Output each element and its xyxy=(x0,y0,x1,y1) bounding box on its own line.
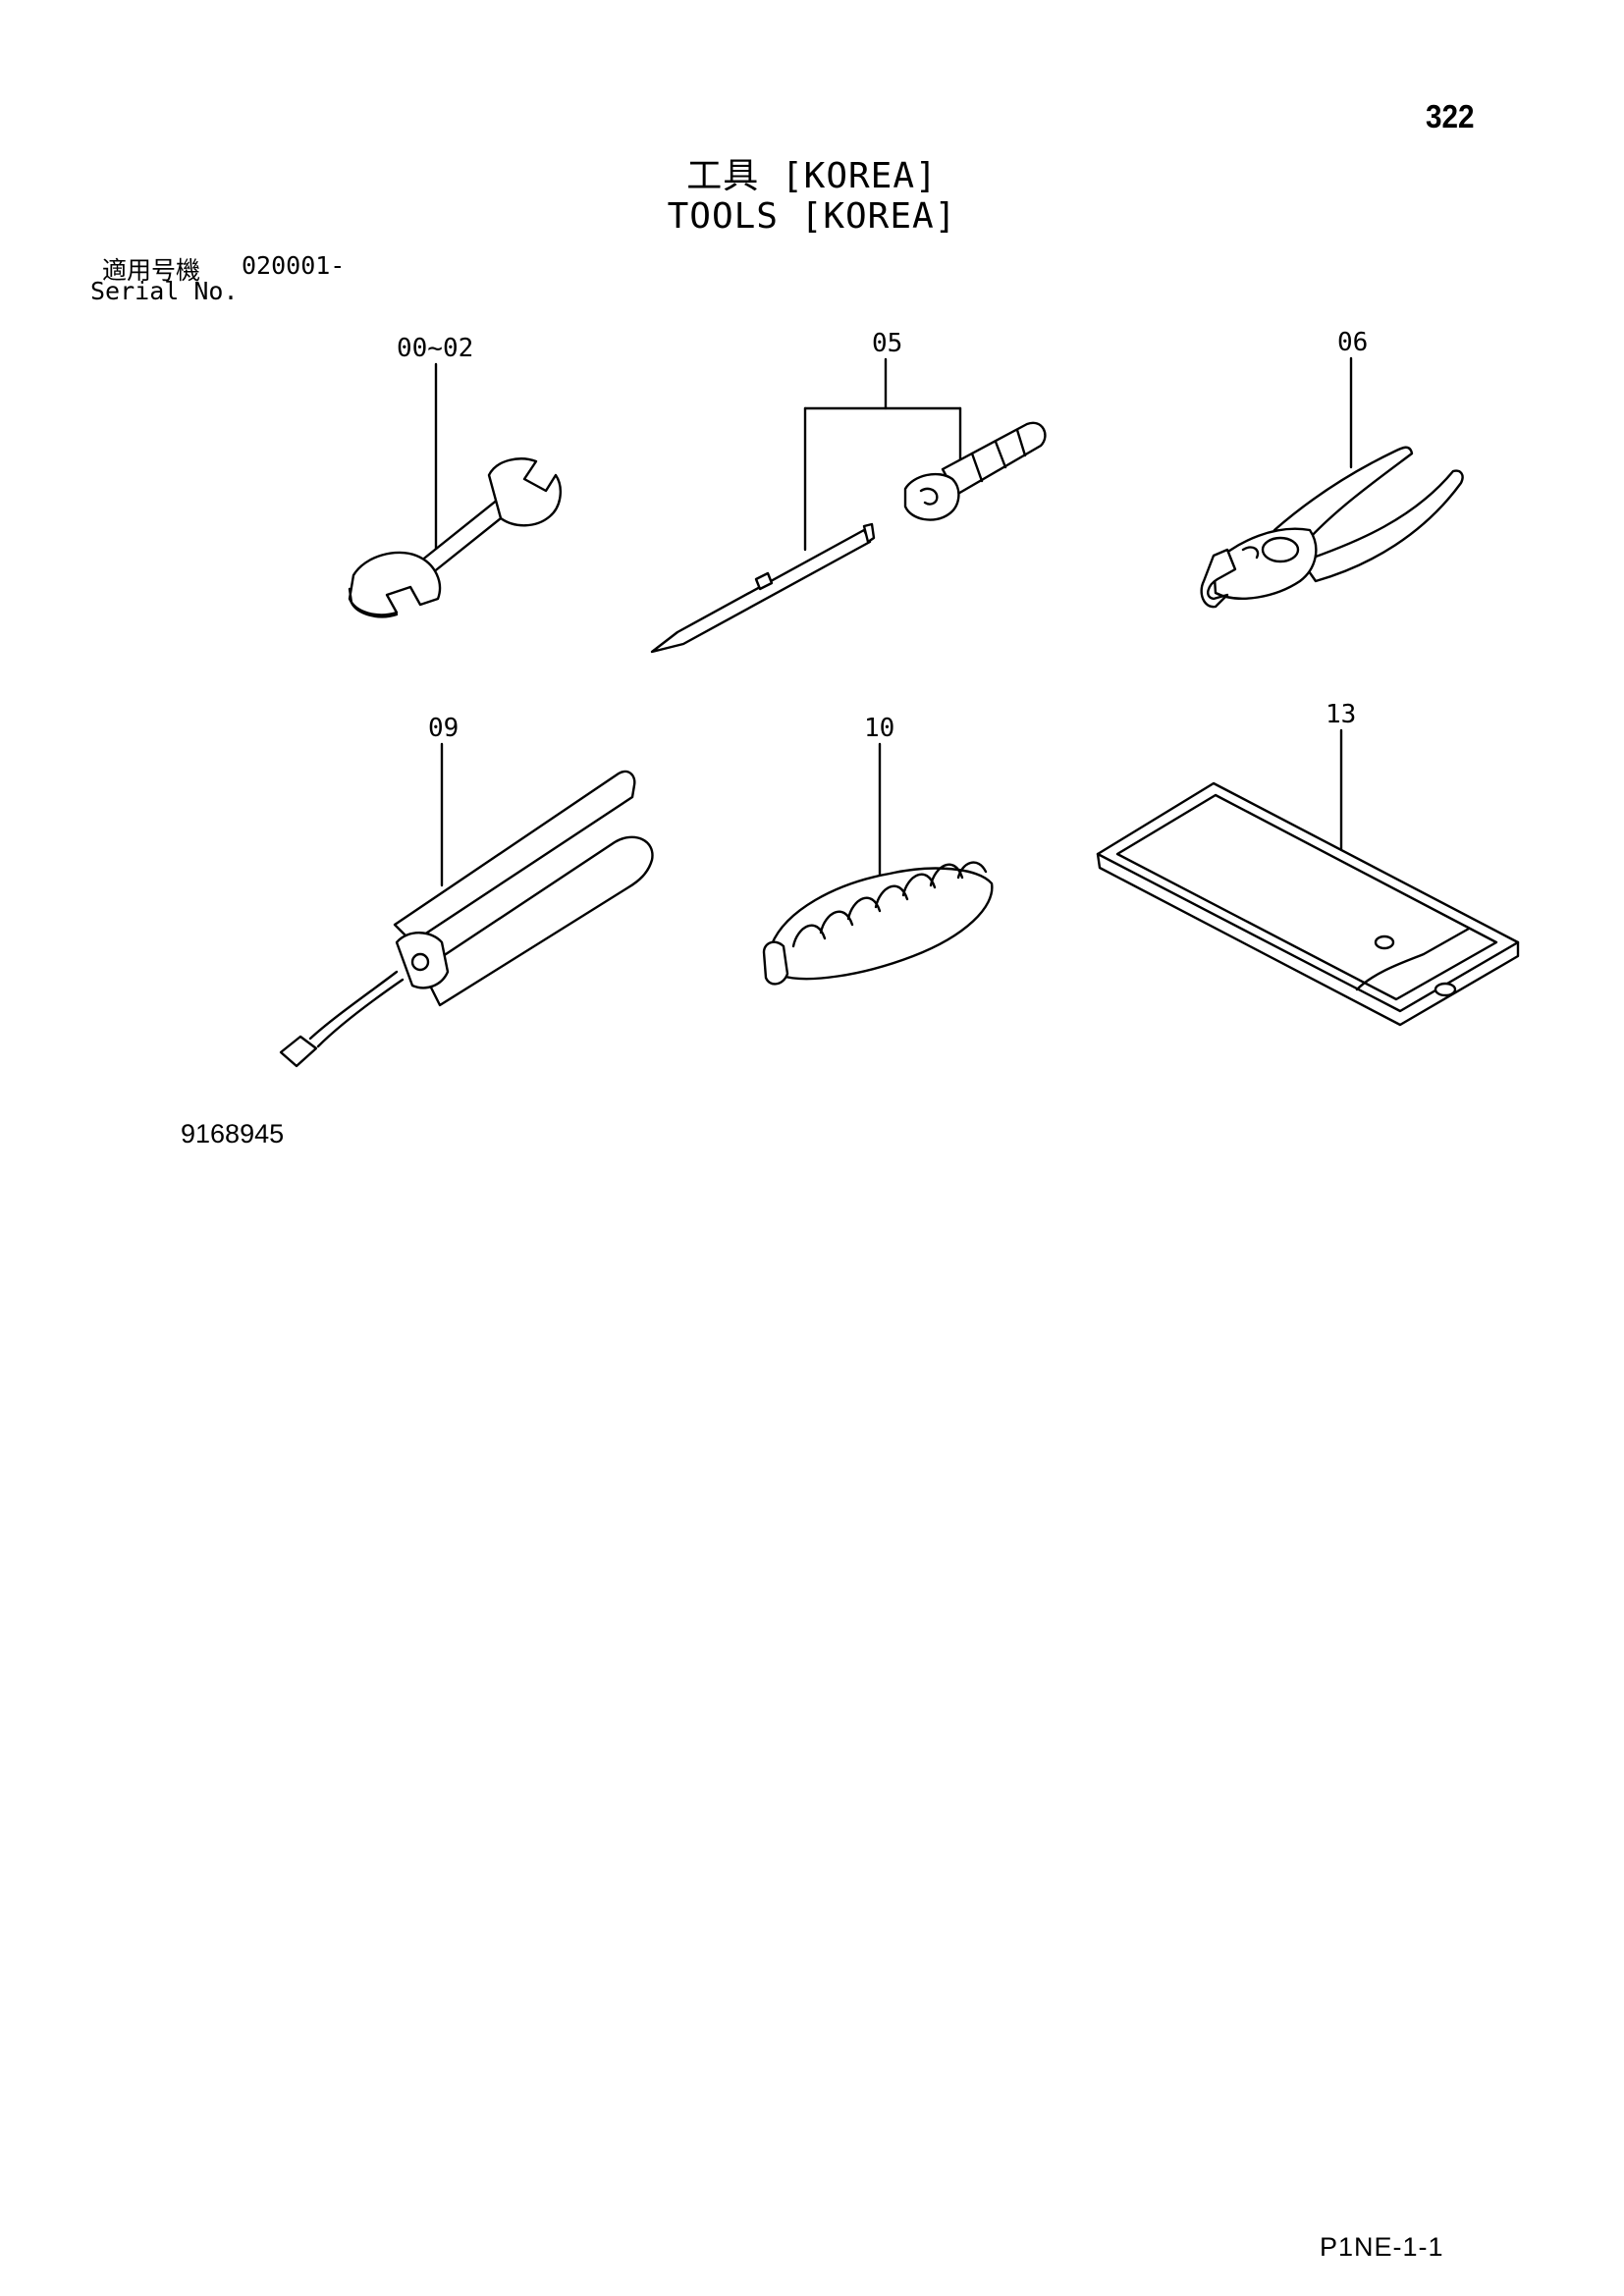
tool-bag-edge xyxy=(1096,852,1520,1027)
screwdriver-handle xyxy=(941,421,1047,497)
wrench-head-small xyxy=(487,457,562,527)
plier-handle-bottom xyxy=(1300,469,1464,583)
tool-bag-illustration: 13 xyxy=(1096,700,1520,1027)
callout-screwdriver: 05 xyxy=(872,329,902,358)
spring-body xyxy=(770,867,994,981)
wrench-illustration: 00~02 xyxy=(348,334,562,618)
screwdriver-collar xyxy=(754,571,774,591)
plier-pivot-bolt xyxy=(1261,536,1300,563)
page-number: 322 xyxy=(1426,98,1475,134)
tool-bag-flap xyxy=(1355,927,1471,991)
page-title-jp: 工具 [KOREA] xyxy=(686,156,938,196)
plier-jaws xyxy=(1200,548,1237,609)
drawing-number: 9168945 xyxy=(181,1119,285,1148)
callout-tool-bag: 13 xyxy=(1326,700,1356,729)
grease-gun-lever xyxy=(393,770,636,944)
sheet-code: P1NE-1-1 xyxy=(1320,2232,1444,2262)
jaw-detail xyxy=(1241,546,1260,560)
callout-grease-gun: 09 xyxy=(428,714,459,743)
tool-bag-snap xyxy=(1374,934,1395,950)
screwdriver-shaft xyxy=(650,528,872,654)
screwdriver-socket xyxy=(903,472,960,521)
serial-label-en: Serial No. xyxy=(90,277,239,305)
grease-gun-pin xyxy=(410,952,430,972)
serial-value: 020001- xyxy=(242,251,346,280)
handle-grip-lines xyxy=(970,428,1027,483)
grease-gun-nozzle xyxy=(279,1035,318,1068)
screwdriver-illustration: 05 xyxy=(650,329,1047,654)
callout-spring: 10 xyxy=(864,714,894,743)
spring-end-cap xyxy=(762,940,789,986)
spring-coils xyxy=(791,861,988,948)
plier-handle-top xyxy=(1272,446,1414,540)
page-title-en: TOOLS [KOREA] xyxy=(667,196,957,237)
socket-hole xyxy=(919,487,939,506)
tool-bag-inner-border xyxy=(1115,793,1498,1001)
screwdriver-tip xyxy=(862,522,876,544)
spring-illustration: 10 xyxy=(762,714,994,986)
grease-gun-illustration: 09 xyxy=(279,714,654,1068)
serial-label-jp: 適用号機 xyxy=(102,256,201,285)
callout-pliers: 06 xyxy=(1337,328,1368,357)
tool-bag-snap xyxy=(1434,982,1457,997)
wrench-head-large xyxy=(348,551,442,616)
grease-gun-barrel xyxy=(420,835,654,1007)
callout-wrench: 00~02 xyxy=(397,334,473,363)
pliers-illustration: 06 xyxy=(1200,328,1464,609)
wrench-head-edge xyxy=(348,587,399,618)
grease-gun-hose-edge xyxy=(316,978,405,1048)
grease-gun-hose xyxy=(308,970,399,1041)
